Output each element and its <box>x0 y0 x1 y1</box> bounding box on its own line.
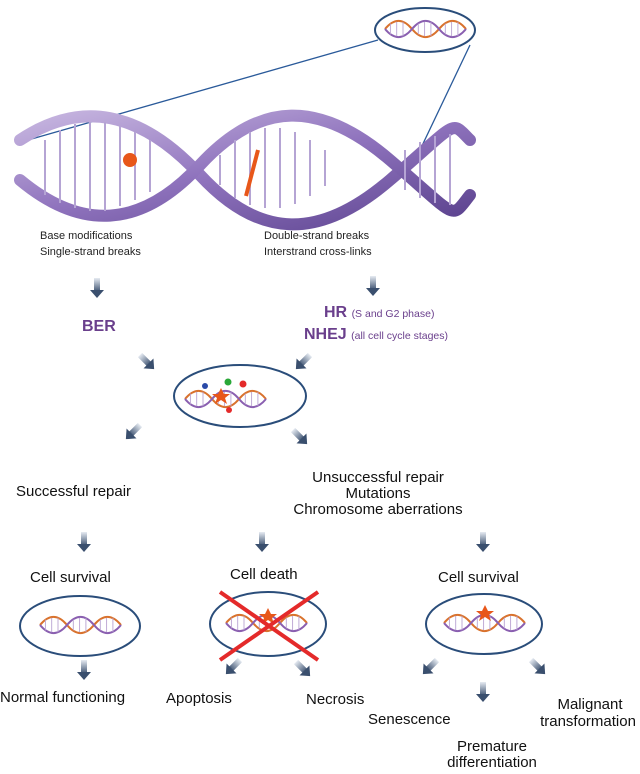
arrow-ber-to-center <box>135 350 160 375</box>
unsuccessful-line3: Chromosome aberrations <box>293 501 463 518</box>
arrow-to-malignant <box>526 655 551 680</box>
survival-right-star <box>476 605 494 621</box>
premature-line2: differentiation <box>447 754 537 771</box>
arrow-hr-to-center <box>290 350 315 375</box>
arrow-to-hr <box>366 276 380 296</box>
damage-right-line2: Interstrand cross-links <box>264 246 372 258</box>
malignant-line1: Malignant <box>557 696 623 713</box>
successful-repair-label: Successful repair <box>16 483 132 500</box>
cell-survival-right-label: Cell survival <box>438 569 519 586</box>
cell-death-label: Cell death <box>230 566 298 583</box>
hr-note: (S and G2 phase) <box>351 308 435 320</box>
senescence-label: Senescence <box>368 711 451 728</box>
hr-label-row: HR (S and G2 phase) <box>324 304 434 322</box>
premature-line1: Premature <box>456 738 528 755</box>
arrow-to-survival-left <box>77 532 91 552</box>
cell-survival-left-label: Cell survival <box>30 569 111 586</box>
zoom-line-left <box>27 39 379 141</box>
damage-left-line2: Single-strand breaks <box>40 246 141 258</box>
hr-label: HR <box>324 304 348 321</box>
arrow-to-ber <box>90 278 104 298</box>
ber-label: BER <box>82 318 116 335</box>
zoom-line-right <box>419 44 471 151</box>
center-dna-ellipse <box>173 364 307 428</box>
arrow-to-premature <box>476 682 490 702</box>
arrow-to-necrosis <box>291 657 316 682</box>
base-lesion-dot <box>123 153 137 167</box>
malignant-line2: transformation <box>540 713 636 730</box>
damage-right-line1: Double-strand breaks <box>264 230 370 242</box>
nhej-label: NHEJ <box>304 326 347 343</box>
necrosis-label: Necrosis <box>306 691 365 708</box>
apoptosis-label: Apoptosis <box>166 690 232 707</box>
arrow-to-success <box>120 420 145 445</box>
arrow-to-senescence <box>417 655 442 680</box>
arrow-to-unsuccessful <box>288 425 313 450</box>
nhej-label-row: NHEJ (all cell cycle stages) <box>304 326 448 344</box>
unsuccessful-line2: Mutations <box>345 485 411 502</box>
damage-left-line1: Base modifications <box>40 230 133 242</box>
arrow-to-death <box>255 532 269 552</box>
nhej-note: (all cell cycle stages) <box>351 330 449 342</box>
normal-functioning-label: Normal functioning <box>0 689 126 706</box>
double-strand-break-mark <box>244 149 260 197</box>
arrow-to-normal <box>77 660 91 680</box>
unsuccessful-line1: Unsuccessful repair <box>312 469 444 486</box>
big-dna-helix-icon <box>14 109 476 231</box>
arrow-to-survival-right <box>476 532 490 552</box>
center-star-lesion <box>212 388 230 404</box>
